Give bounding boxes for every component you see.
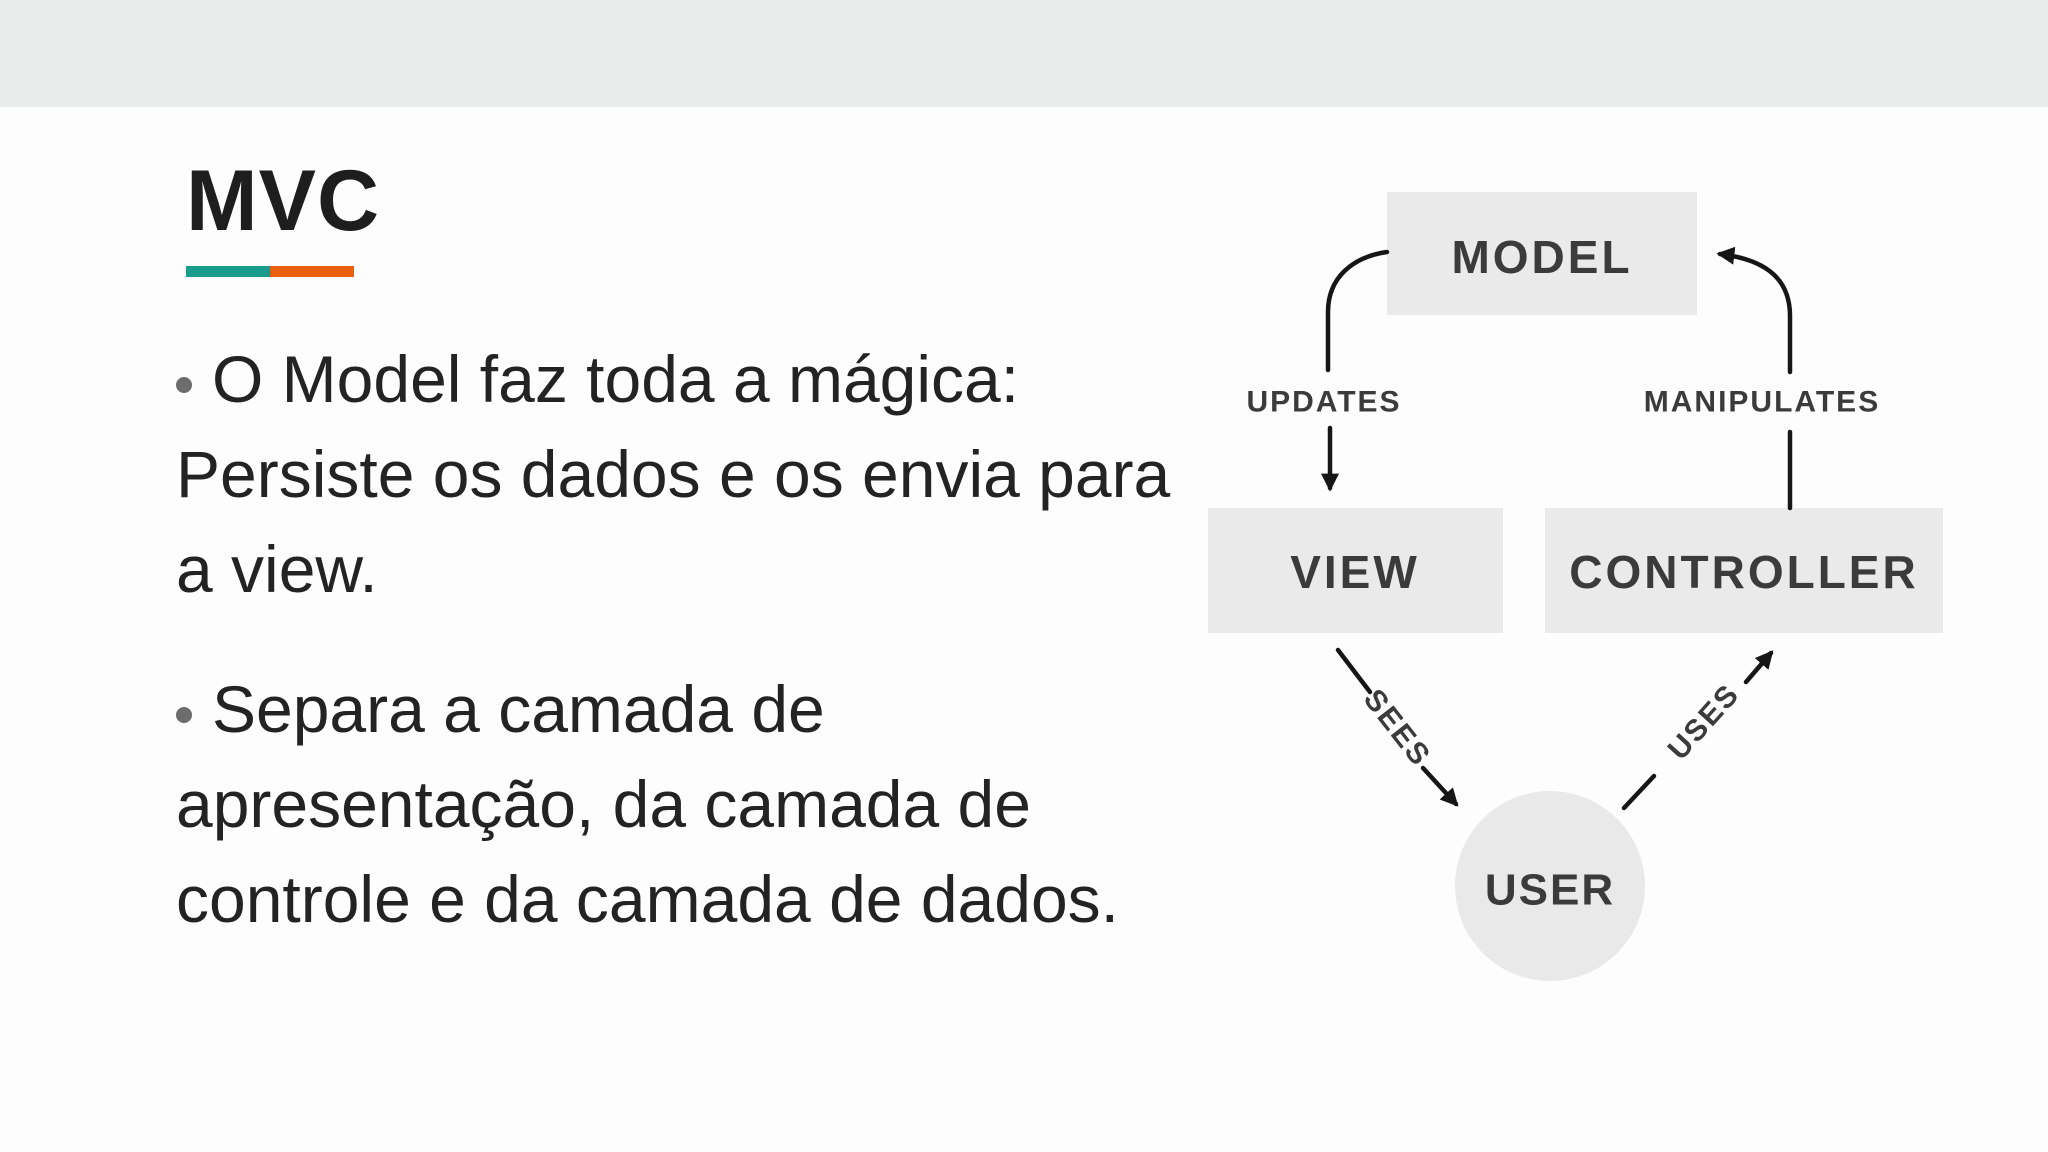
user-node-circle <box>1455 791 1645 981</box>
accent-bar-orange-segment <box>270 266 354 277</box>
view-node-box <box>1208 508 1503 633</box>
bullet-list: O Model faz toda a mágica: Persiste os d… <box>176 332 1276 947</box>
bullet-line: Separa a camada de <box>176 662 1276 757</box>
bullet-dot-icon <box>176 707 192 723</box>
view-node-label: VIEW <box>1290 546 1420 598</box>
user-node-label: USER <box>1485 866 1615 915</box>
bullet-line: O Model faz toda a mágica: <box>176 332 1276 427</box>
bullet-line: a view. <box>176 532 378 606</box>
slide-title: MVC <box>186 153 381 249</box>
bullet-text: Separa a camada de <box>212 672 825 746</box>
title-accent-bar <box>186 266 354 277</box>
controller-node-label: CONTROLLER <box>1569 546 1918 598</box>
manipulates-edge-label: MANIPULATES <box>1644 386 1880 419</box>
mvc-diagram: MODEL VIEW CONTROLLER USER UPDATES MANIP… <box>1208 192 1943 981</box>
bullet-item: O Model faz toda a mágica: Persiste os d… <box>176 332 1276 617</box>
bullet-line: Persiste os dados e os envia para <box>176 437 1171 511</box>
bullet-line: apresentação, da camada de <box>176 767 1031 841</box>
uses-edge-label: USES <box>1662 678 1747 767</box>
controller-node-box <box>1545 508 1943 633</box>
model-node-box <box>1387 192 1697 315</box>
bullet-line: controle e da camada de dados. <box>176 862 1119 936</box>
top-band <box>0 0 2048 107</box>
sees-edge-label: SEES <box>1357 683 1437 773</box>
sees-edge-arrow <box>1420 765 1459 807</box>
uses-edge-segment <box>1621 773 1657 811</box>
uses-edge-arrow <box>1743 650 1774 685</box>
sees-edge-segment <box>1335 647 1373 695</box>
manipulates-edge-curve <box>1716 246 1793 375</box>
bullet-item: Separa a camada de apresentação, da cama… <box>176 662 1276 947</box>
updates-edge-label: UPDATES <box>1246 386 1401 419</box>
bullet-text: O Model faz toda a mágica: <box>212 342 1020 416</box>
bullet-dot-icon <box>176 377 192 393</box>
model-node-label: MODEL <box>1451 231 1632 283</box>
accent-bar-teal-segment <box>186 266 270 277</box>
updates-edge-curve <box>1325 249 1390 373</box>
